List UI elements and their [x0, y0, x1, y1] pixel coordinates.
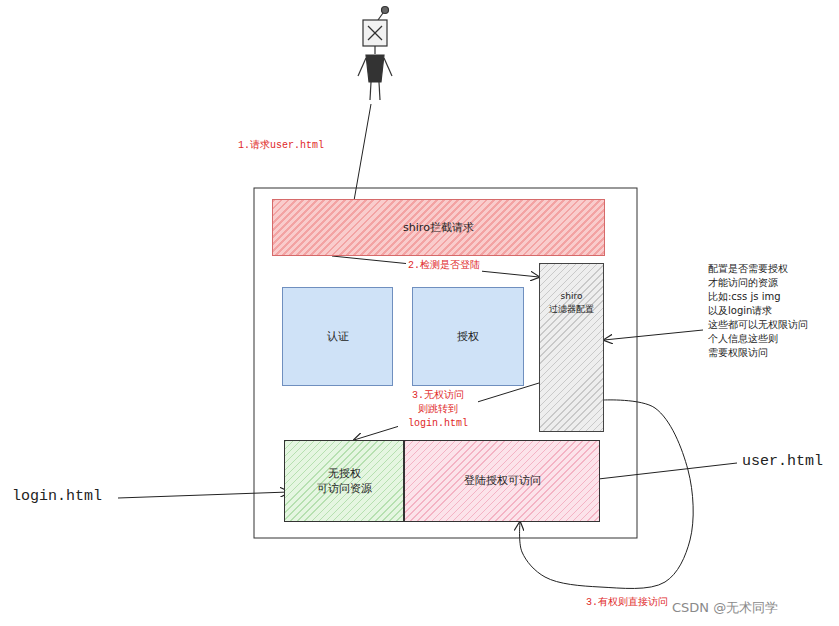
authentication-box: 认证	[282, 287, 393, 386]
node-label: shiro拦截请求	[403, 220, 474, 235]
node-label: 授权	[457, 329, 479, 344]
flow-connector	[332, 256, 539, 277]
user-page-leader	[581, 463, 737, 481]
edge-label: 3.无权访问 则跳转到 login.html	[398, 389, 478, 431]
config-note: 配置是否需要授权 才能访问的资源 比如:css js img 以及login请求…	[708, 262, 814, 360]
request-arrow	[352, 104, 371, 212]
public-resource-box: 无授权 可访问资源	[284, 440, 404, 522]
user-figure	[358, 7, 392, 101]
node-label: 认证	[327, 329, 349, 344]
note-leader	[604, 330, 703, 340]
authorization-box: 授权	[412, 287, 524, 386]
flow-connector	[354, 383, 539, 440]
edge-label: 3.有权则直接访问	[584, 596, 670, 610]
watermark: CSDN @无术同学	[672, 599, 778, 617]
edge-label: 2.检测是否登陆	[406, 259, 482, 273]
node-label: 登陆授权可访问	[464, 473, 541, 488]
page-name: login.html	[12, 488, 102, 505]
node-label: 无授权 可访问资源	[311, 466, 377, 497]
filter-config-box: shiro 过滤器配置	[539, 263, 604, 432]
protected-resource-box: 登陆授权可访问	[404, 440, 600, 522]
node-label: shiro 过滤器配置	[544, 290, 599, 315]
step-label: 1.请求user.html	[238, 139, 324, 153]
page-name: user.html	[742, 453, 823, 470]
system-frame	[254, 188, 637, 538]
interceptor-band: shiro拦截请求	[272, 199, 605, 256]
login-page-leader	[118, 492, 289, 498]
